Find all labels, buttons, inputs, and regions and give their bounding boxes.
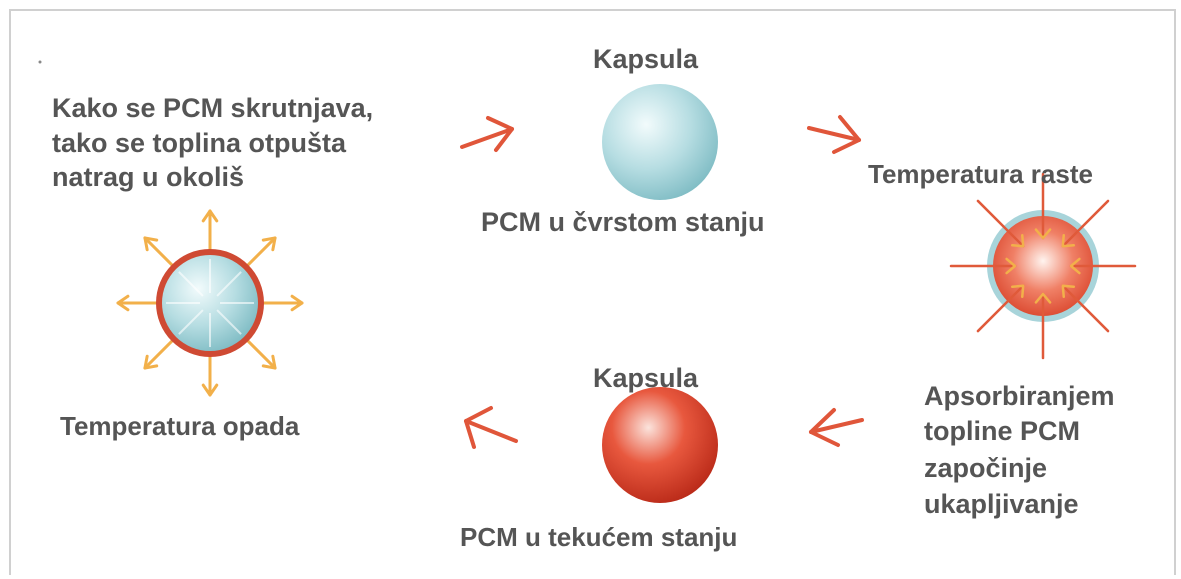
inner-radiating-lines-icon xyxy=(166,259,254,347)
emit-arrow-line xyxy=(143,339,174,370)
arrow-to-liquid-capsule-icon xyxy=(809,408,864,447)
emit-arrow-head xyxy=(201,209,219,223)
absorb-arrow-line xyxy=(1061,284,1110,333)
inner-ray xyxy=(216,309,242,335)
absorb-text-line-1: Apsorbiranjem xyxy=(924,381,1115,411)
emit-arrow-head xyxy=(143,236,159,252)
inner-ray xyxy=(216,271,242,297)
temp-rise-label: Temperatura raste xyxy=(868,159,1093,189)
arrow-to-capsule-icon xyxy=(460,116,514,152)
release-text-line-3: natrag u okoliš xyxy=(52,162,245,192)
emit-arrow-head xyxy=(261,236,277,252)
solid-state-label: PCM u čvrstom stanju xyxy=(481,207,765,237)
converging-arrows-icon xyxy=(949,172,1137,360)
absorb-text-line-2: topline PCM xyxy=(924,416,1080,446)
arrow-to-temp-rise-icon xyxy=(807,115,861,154)
emit-arrow-head xyxy=(261,354,277,370)
emit-arrow-head xyxy=(143,354,159,370)
emit-arrow-line xyxy=(246,339,277,370)
dot-mark xyxy=(38,60,42,64)
radiating-arrows-icon xyxy=(116,209,304,397)
absorb-arrow-line xyxy=(976,199,1025,248)
emit-arrow-head xyxy=(116,294,130,312)
heat-absorb-capsule-icon xyxy=(949,172,1137,360)
arrow-to-temp-fall-icon xyxy=(464,406,518,449)
release-text-line-1: Kako se PCM skrutnjava, xyxy=(52,93,374,123)
diagram-frame xyxy=(9,9,1176,575)
absorb-arrow-head xyxy=(1034,228,1052,240)
absorb-arrow-head xyxy=(1069,257,1081,275)
temp-fall-label: Temperatura opada xyxy=(60,411,300,441)
emit-arrow-line xyxy=(143,236,174,267)
emit-arrow-head xyxy=(201,383,219,397)
absorb-arrow-head xyxy=(1061,233,1076,248)
absorb-arrow-head xyxy=(1005,257,1017,275)
absorb-text-line-4: ukapljivanje xyxy=(924,489,1079,519)
heat-release-capsule-icon xyxy=(116,209,304,397)
emit-arrow-line xyxy=(246,236,277,267)
absorb-arrow-line xyxy=(976,284,1025,333)
absorb-arrow-line xyxy=(1061,199,1110,248)
absorb-arrow-head xyxy=(1010,233,1025,248)
inner-ray xyxy=(178,309,204,335)
liquid-pcm-sphere xyxy=(602,387,718,503)
absorb-arrow-head xyxy=(1061,284,1076,299)
liquid-state-label: PCM u tekućem stanju xyxy=(460,522,738,552)
emit-arrow-head xyxy=(290,294,304,312)
release-text-line-2: tako se toplina otpušta xyxy=(52,128,347,158)
absorb-text-line-3: započinje xyxy=(924,453,1048,483)
capsule-top-label: Kapsula xyxy=(593,44,699,74)
inner-ray xyxy=(178,271,204,297)
absorb-arrow-head xyxy=(1034,292,1052,304)
solid-pcm-sphere xyxy=(602,84,718,200)
capsule-bottom-label: Kapsula xyxy=(593,363,699,393)
absorb-arrow-head xyxy=(1010,284,1025,299)
